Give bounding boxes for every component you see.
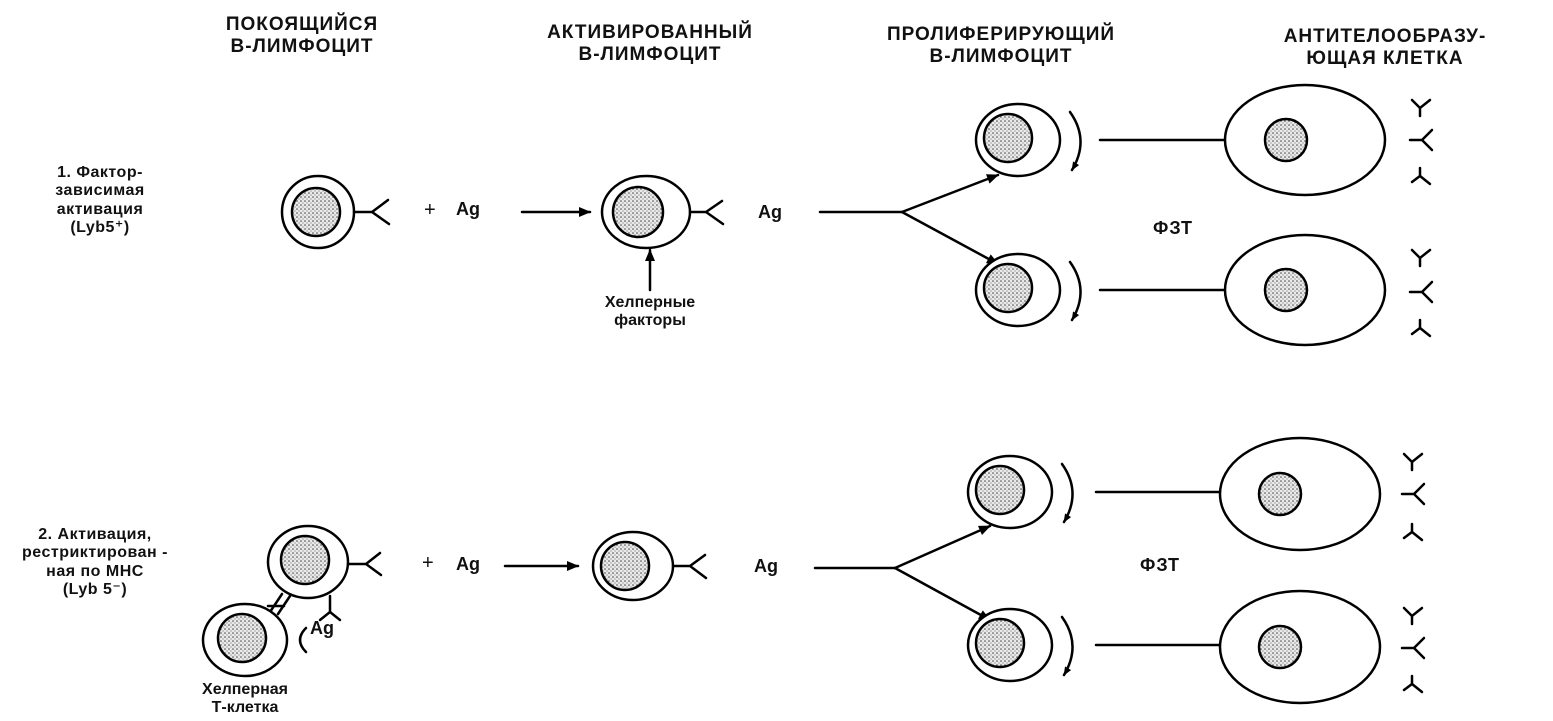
arrow-1-up bbox=[900, 173, 1000, 214]
helper-t-cell-label: Хелперная Т-клетка bbox=[160, 681, 330, 718]
proliferating-cell-1-lower bbox=[974, 252, 1082, 328]
header-proliferating-line2: В-ЛИМФОЦИТ bbox=[929, 45, 1073, 67]
header-resting-line2: В-ЛИМФОЦИТ bbox=[230, 35, 374, 57]
row1-label-line1: 1. Фактор- bbox=[57, 164, 143, 181]
header-activated-line2: В-ЛИМФОЦИТ bbox=[578, 43, 722, 65]
helper-t-cell-line2: Т-клетка bbox=[211, 699, 279, 717]
row2-label-line4: (Lyb 5⁻) bbox=[62, 581, 128, 599]
header-proliferating-line1: ПРОЛИФЕРИРУЮЩИЙ bbox=[886, 24, 1116, 45]
row1-label: 1. Фактор- зависимая активация (Lyb5⁺) bbox=[20, 164, 180, 238]
antibody-cell-1-lower bbox=[1223, 233, 1434, 347]
activated-b-cell-2 bbox=[591, 530, 708, 602]
row2-label-line3: ная по МНС bbox=[46, 562, 144, 580]
arrow-1-down bbox=[900, 210, 1000, 266]
row1-ag: Ag bbox=[456, 199, 480, 219]
header-activated: АКТИВИРОВАННЫЙ В-ЛИМФОЦИТ bbox=[500, 22, 800, 66]
resting-b-cell-2 bbox=[266, 524, 383, 622]
row1-plus: + bbox=[424, 199, 436, 221]
arrow-2-down bbox=[893, 566, 992, 622]
row2-label-line1: 2. Активация, bbox=[38, 526, 152, 543]
helper-t-cell-line1: Хелперная bbox=[202, 681, 288, 698]
header-resting: ПОКОЯЩИЙСЯ В-ЛИМФОЦИТ bbox=[218, 14, 386, 58]
header-activated-line1: АКТИВИРОВАННЫЙ bbox=[547, 22, 753, 43]
helper-t-cell bbox=[201, 602, 308, 678]
proliferating-cell-1-upper bbox=[974, 102, 1082, 178]
row2-ag-after: Ag bbox=[754, 556, 778, 576]
row2-fzt: ФЗТ bbox=[1140, 555, 1180, 575]
header-proliferating: ПРОЛИФЕРИРУЮЩИЙ В-ЛИМФОЦИТ bbox=[876, 24, 1126, 68]
row1-label-line4: (Lyb5⁺) bbox=[70, 219, 130, 237]
proliferating-cell-2-upper bbox=[966, 454, 1074, 530]
row2-label: 2. Активация, рестриктирован - ная по МН… bbox=[0, 526, 190, 600]
row2-label-line2: рестриктирован - bbox=[22, 544, 168, 562]
helper-factors-label: Хелперные факторы bbox=[570, 294, 730, 331]
row2-ag: Ag bbox=[456, 554, 480, 574]
proliferating-cell-2-lower bbox=[966, 607, 1074, 683]
helper-factors-line2: факторы bbox=[614, 312, 686, 330]
antibody-cell-2-lower bbox=[1218, 589, 1426, 705]
row1-ag-after: Ag bbox=[758, 202, 782, 222]
row1-label-line2: зависимая bbox=[55, 182, 145, 200]
row1-fzt: ФЗТ bbox=[1153, 218, 1193, 238]
antibody-cell-2-upper bbox=[1218, 436, 1426, 552]
arrow-2-up bbox=[893, 524, 992, 570]
row2-plus: + bbox=[422, 552, 434, 574]
activated-b-cell-1 bbox=[600, 174, 725, 250]
antibody-cell-1-upper bbox=[1223, 83, 1434, 197]
row1-label-line3: активация bbox=[56, 200, 144, 218]
row2-ag-bound: Ag bbox=[310, 618, 334, 638]
header-resting-line1: ПОКОЯЩИЙСЯ bbox=[225, 14, 379, 35]
header-antibody-forming: АНТИТЕЛООБРАЗУ- ЮЩАЯ КЛЕТКА bbox=[1240, 26, 1530, 70]
header-antibody-line1: АНТИТЕЛООБРАЗУ- bbox=[1283, 26, 1487, 47]
header-antibody-line2: ЮЩАЯ КЛЕТКА bbox=[1306, 47, 1464, 69]
helper-factors-line1: Хелперные bbox=[604, 294, 696, 311]
resting-b-cell-1 bbox=[280, 174, 391, 250]
